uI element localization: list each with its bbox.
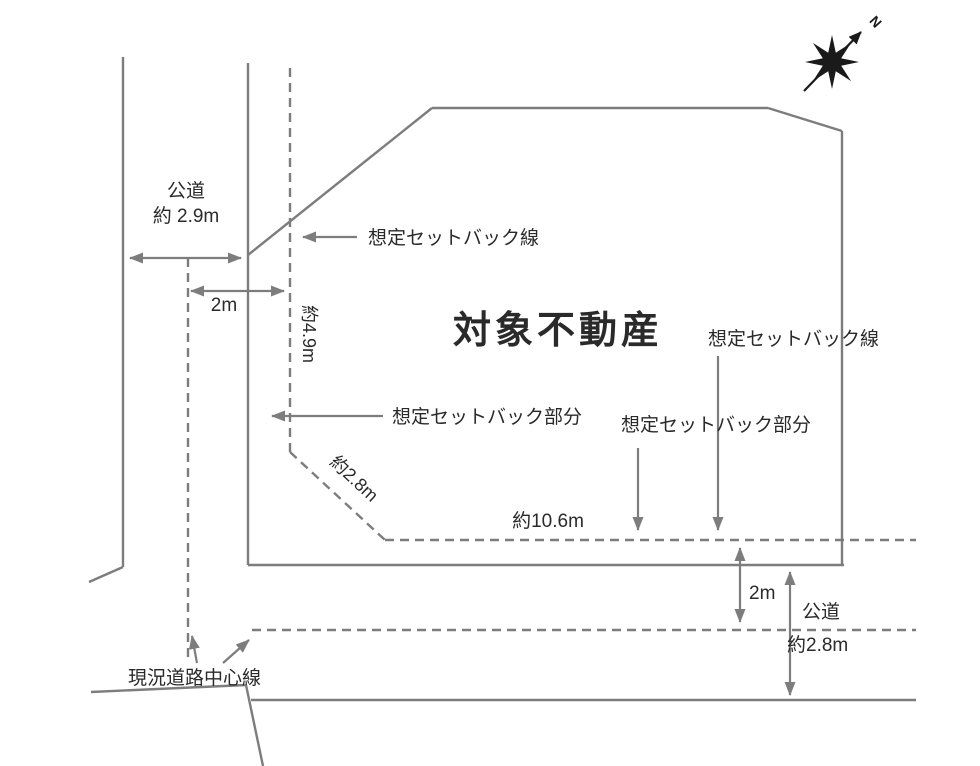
label-dim-10-6m: 約10.6m bbox=[512, 510, 584, 532]
label-road-centerline: 現況道路中心線 bbox=[128, 667, 261, 689]
property-northwest-diagonal bbox=[247, 107, 433, 256]
label-road-west-width: 約 2.9m bbox=[153, 205, 220, 227]
label-road-south-width: 約2.8m bbox=[787, 634, 848, 656]
label-setback-area-west: 想定セットバック部分 bbox=[392, 406, 582, 428]
compass-north-label: N bbox=[866, 13, 885, 31]
label-setback-line-west: 想定セットバック線 bbox=[368, 227, 539, 249]
label-setback-area-south: 想定セットバック部分 bbox=[621, 414, 811, 436]
property-title: 対象不動産 bbox=[453, 310, 663, 352]
label-road-west-name: 公道 bbox=[167, 180, 205, 202]
compass-icon: N bbox=[803, 13, 885, 92]
label-setback-line-south: 想定セットバック線 bbox=[708, 328, 879, 350]
compass-star-icon bbox=[805, 35, 859, 89]
annotation-arrow-centerline-horizontal bbox=[222, 639, 250, 664]
label-dim-2m-south: 2m bbox=[749, 583, 775, 604]
label-dim-2m-west: 2m bbox=[211, 295, 237, 316]
label-road-south-name: 公道 bbox=[802, 601, 840, 623]
label-dim-2-8m-diagonal: 約2.8m bbox=[326, 452, 382, 506]
intersection-southwest-edge bbox=[90, 683, 247, 694]
setback-line-diagonal-dashed bbox=[289, 451, 386, 541]
annotation-arrow-centerline-vertical bbox=[188, 635, 200, 664]
intersection-south-edge bbox=[244, 684, 265, 766]
property-northeast-diagonal bbox=[767, 106, 843, 133]
road-west-outer-edge-bend bbox=[88, 565, 124, 584]
label-dim-4-9m: 約4.9m bbox=[299, 305, 319, 363]
